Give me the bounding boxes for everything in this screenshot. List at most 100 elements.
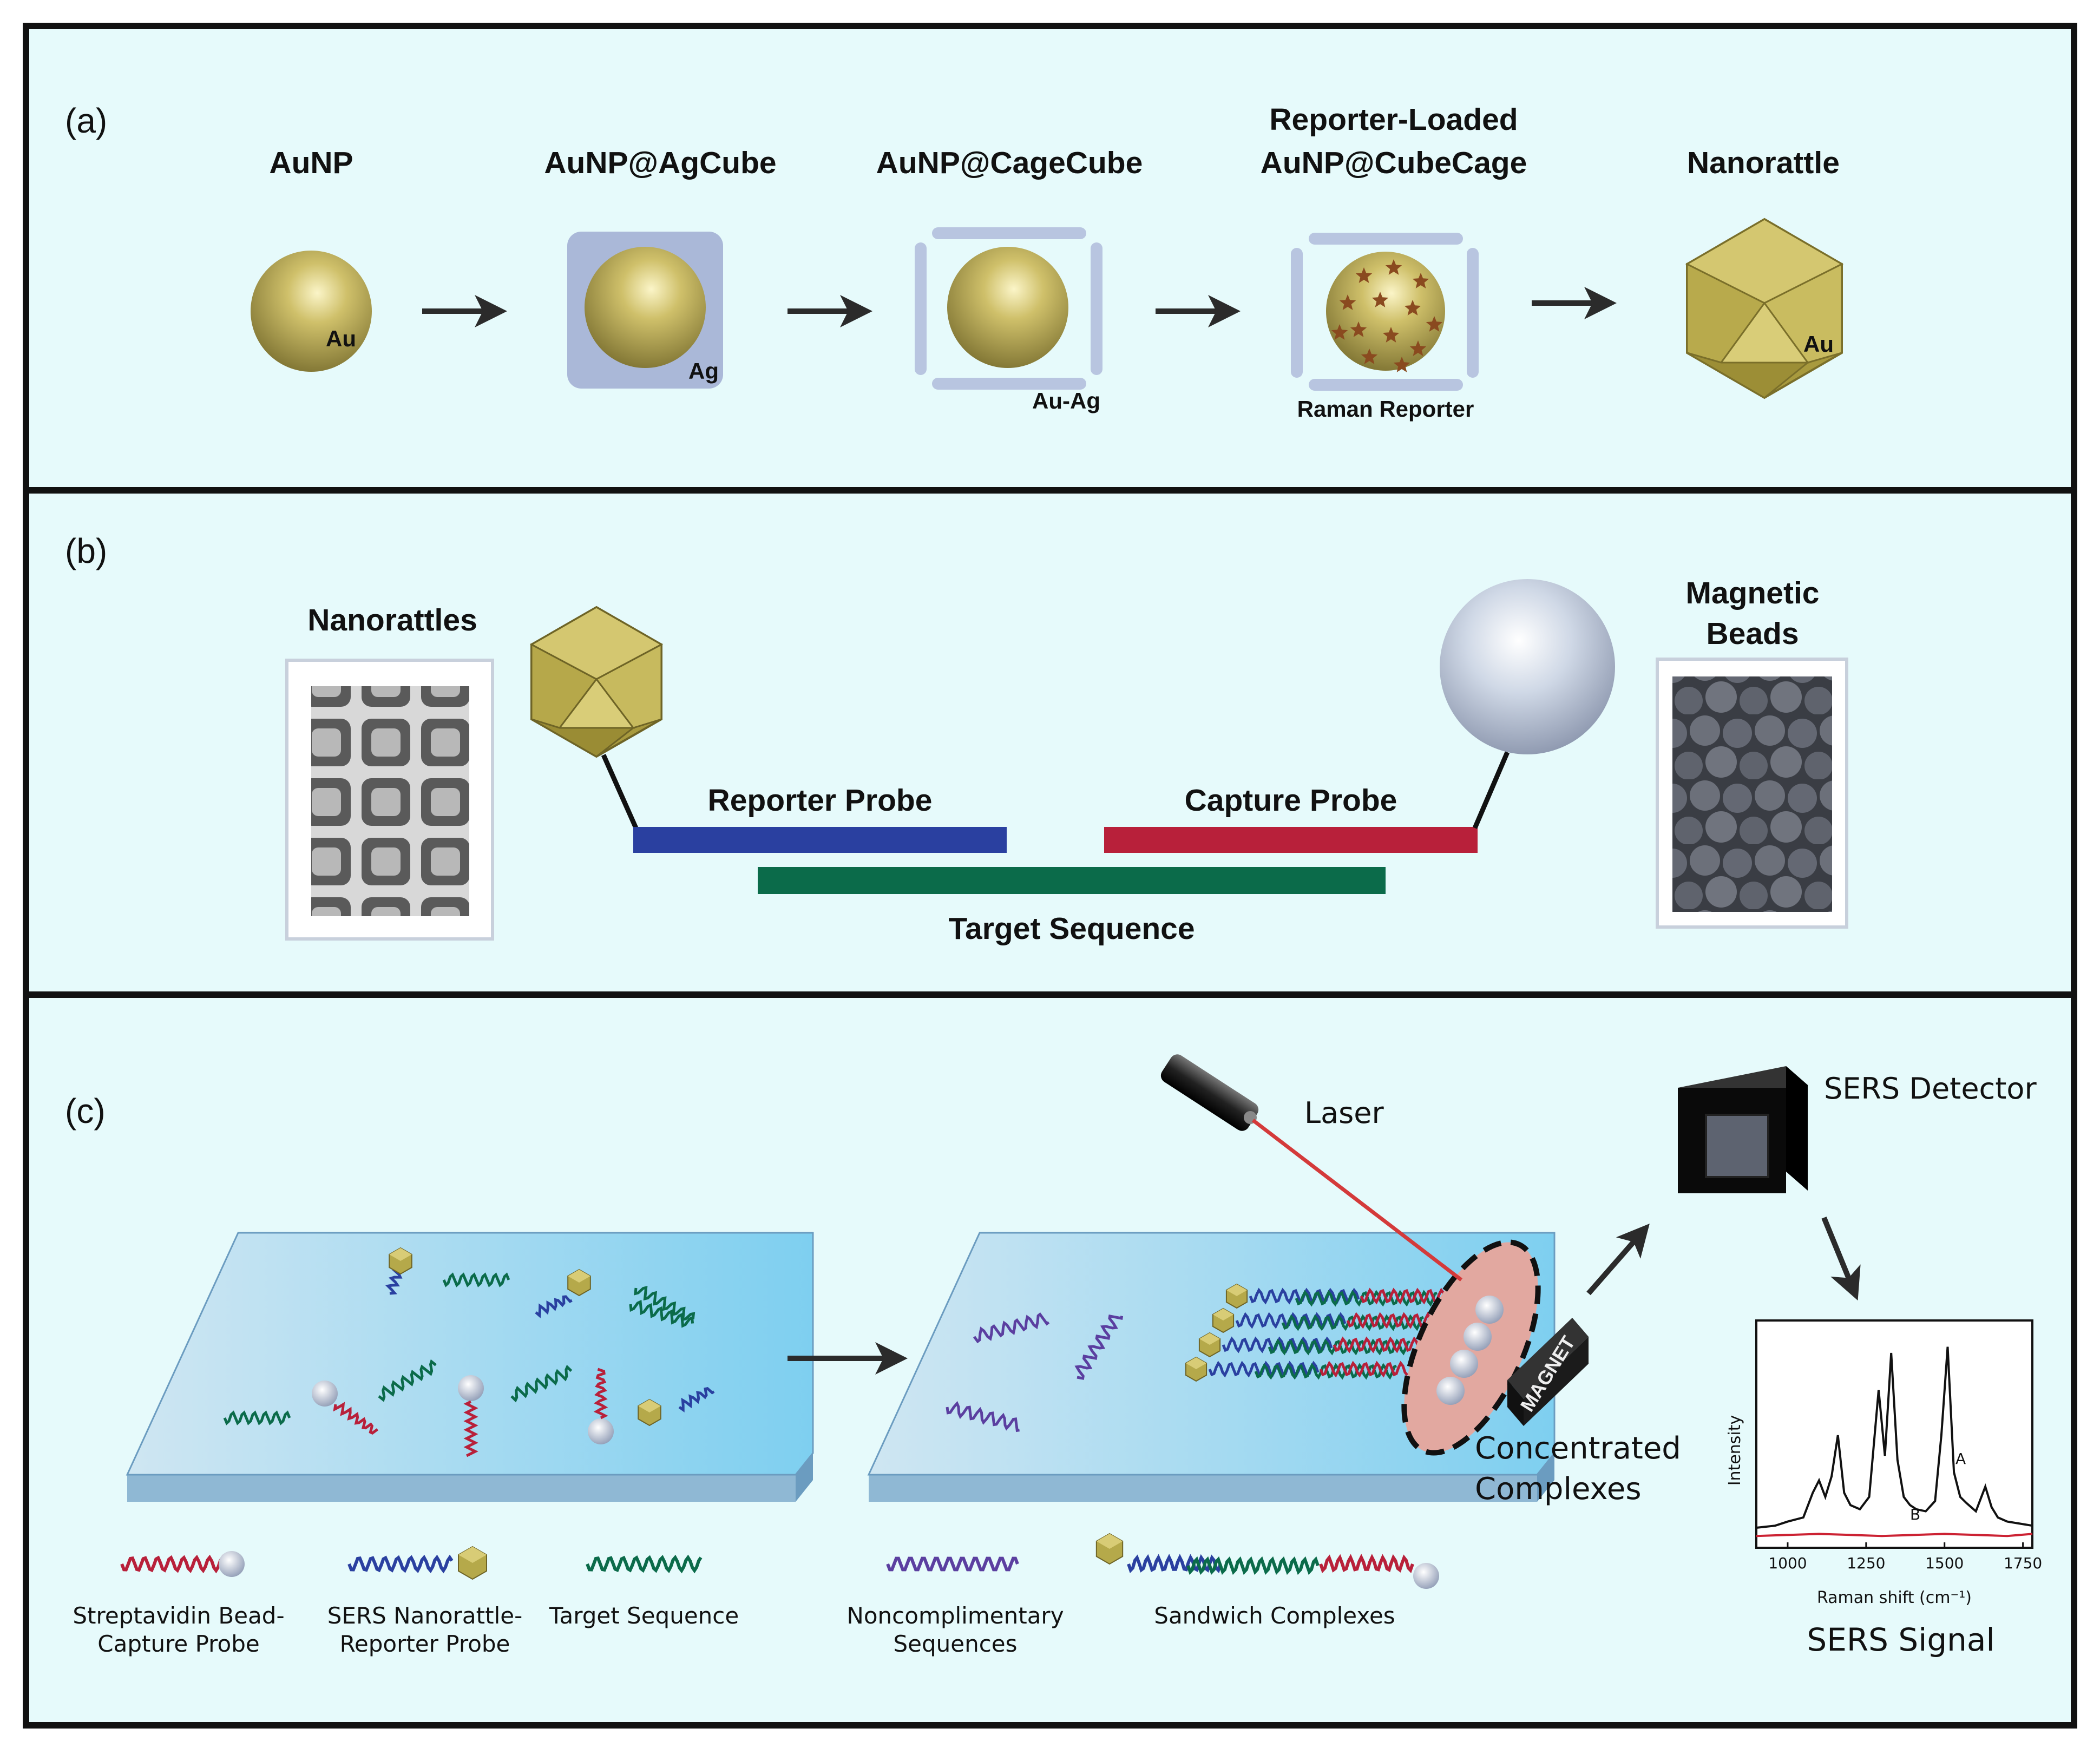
legend-4-line2: Sequences [893, 1631, 1017, 1657]
complex-capture-1 [1346, 1312, 1435, 1329]
nanorattle-3 [638, 1398, 661, 1427]
stage-3-title: AuNP@CageCube [876, 146, 1143, 180]
star-8 [1382, 327, 1400, 343]
legend-1-strand [120, 1554, 226, 1574]
xtick-label-3: 1750 [2004, 1554, 2042, 1572]
series-label-A: A [1955, 1450, 1966, 1468]
stage-5-title: Nanorattle [1687, 146, 1840, 180]
legend-1-line1: Streptavidin Bead- [73, 1602, 284, 1629]
star-11 [1331, 324, 1348, 340]
nanorattle-2 [567, 1269, 591, 1297]
star-10 [1361, 349, 1378, 364]
star-5 [1404, 300, 1421, 316]
legend-5-line1: Sandwich Complexes [1154, 1602, 1395, 1629]
sem-image [1672, 676, 1832, 912]
stage-cagecube: AuNP@CageCube Au-Ag [876, 146, 1143, 413]
capture-strand-1 [463, 1400, 478, 1457]
complex-nanorattle-0 [1225, 1283, 1248, 1309]
reporter-probe-label: Reporter Probe [708, 783, 933, 818]
concentrated-label-line2: Complexes [1475, 1471, 1642, 1507]
star-4 [1371, 292, 1389, 307]
arrow-to-signal [1821, 1217, 1861, 1301]
complex-capture-3 [1319, 1361, 1408, 1378]
stage-2-tag: Ag [688, 358, 719, 384]
star-2 [1412, 273, 1429, 288]
legend-5-capture [1319, 1554, 1414, 1574]
nanorattles-title: Nanorattles [307, 603, 477, 638]
reporter-strand-2 [678, 1387, 715, 1412]
stage-agcube: AuNP@AgCube Ag [544, 146, 777, 389]
tem-image [311, 686, 469, 916]
series-label-B: B [1910, 1506, 1920, 1523]
star-7 [1350, 321, 1367, 337]
legend-2-line1: SERS Nanorattle- [327, 1602, 522, 1629]
stage-1-title: AuNP [269, 146, 353, 180]
stage-1-tag: Au [326, 326, 356, 351]
stage-reporter-loaded: Reporter-Loaded AuNP@CubeCage Raman Repo… [1261, 102, 1527, 422]
star-12 [1393, 357, 1410, 372]
stage-5-tag: Au [1803, 331, 1834, 357]
spot-bead-3 [1436, 1377, 1465, 1405]
reporter-linker [601, 754, 639, 829]
reporter-probe-bar [633, 827, 1007, 853]
reporter-strand-1 [535, 1295, 573, 1318]
star-0 [1355, 267, 1373, 283]
stage-4-title-line1: Reporter-Loaded [1269, 102, 1518, 137]
legend-5-target [1186, 1556, 1320, 1575]
panel-c-label: (c) [65, 1092, 106, 1131]
chart-xlabel: Raman shift (cm⁻¹) [1817, 1588, 1972, 1607]
target-strand-4 [378, 1359, 437, 1402]
complex-nanorattle-1 [1212, 1307, 1235, 1333]
xtick-label-2: 1500 [1925, 1554, 1964, 1572]
sers-signal-label: SERS Signal [1807, 1621, 1994, 1658]
complex-nanorattle-3 [1185, 1356, 1208, 1382]
star-9 [1409, 340, 1427, 356]
legend-2-line2: Reporter Probe [340, 1631, 510, 1657]
spot-bead-1 [1464, 1323, 1492, 1351]
slide-concentrated-molecules [946, 1283, 1449, 1432]
spot-bead-2 [1450, 1350, 1478, 1378]
capture-strand-0 [333, 1402, 378, 1435]
magnetic-beads-title-line1: Magnetic [1685, 576, 1819, 610]
legend-5-bead [1413, 1563, 1439, 1589]
laser [1160, 1054, 1463, 1282]
stage-3-tag: Au-Ag [1032, 388, 1100, 413]
star-6 [1426, 316, 1443, 332]
slide-initial [126, 1232, 814, 1502]
target-sequence-label: Target Sequence [948, 911, 1195, 946]
legend-2-strand [347, 1554, 454, 1574]
sers-detector [1678, 1066, 1808, 1193]
spot-bead-0 [1475, 1296, 1504, 1324]
star-3 [1339, 294, 1356, 310]
panel-a-label: (a) [65, 101, 107, 140]
legend-icons [120, 1533, 1439, 1589]
complex-capture-2 [1333, 1336, 1422, 1353]
series-line-B [1756, 1533, 2033, 1537]
noncomplimentary-strand-0 [973, 1312, 1050, 1344]
xtick-label-1: 1250 [1847, 1554, 1885, 1572]
bead-1 [458, 1375, 484, 1401]
legend-4-line1: Noncomplimentary [846, 1602, 1064, 1629]
concentrated-beads [1436, 1296, 1504, 1405]
target-sequence-bar [758, 867, 1386, 894]
magnetic-beads-title-line2: Beads [1706, 616, 1799, 651]
magnetic-bead [1440, 579, 1615, 754]
stage-4-tag: Raman Reporter [1297, 396, 1474, 422]
capture-strand-2 [593, 1368, 608, 1420]
star-1 [1385, 259, 1402, 275]
slide-initial-molecules [223, 1247, 715, 1457]
noncomplimentary-strand-2 [946, 1401, 1020, 1432]
noncomplimentary-strand-1 [1074, 1314, 1124, 1380]
arrow-to-detector [1586, 1223, 1650, 1296]
legend-1-line2: Capture Probe [97, 1631, 259, 1657]
chart-frame [1755, 1319, 2033, 1549]
nanorattle-1 [389, 1247, 412, 1275]
raman-reporter-stars [1331, 259, 1443, 372]
stage-nanorattle: Nanorattle Au [1685, 146, 1844, 399]
bead-0 [312, 1381, 338, 1407]
capture-linker [1472, 751, 1510, 829]
slide-concentrated: MAGNET [867, 1232, 1589, 1502]
